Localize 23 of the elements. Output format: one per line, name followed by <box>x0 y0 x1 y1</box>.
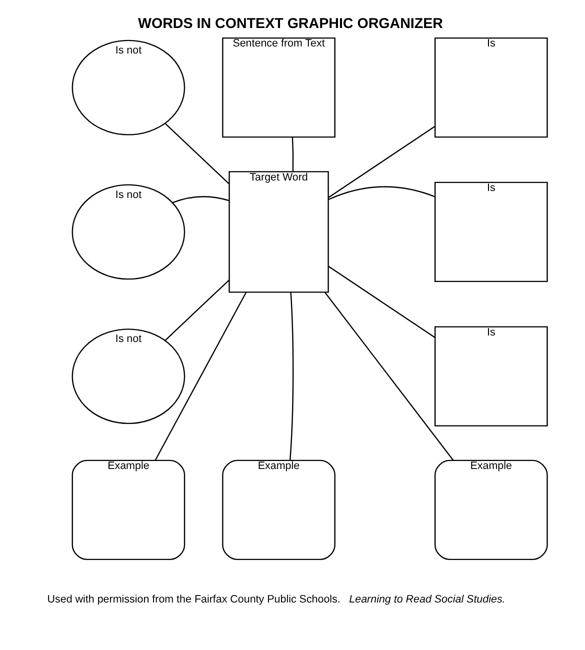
node-box: Example <box>434 460 548 560</box>
node-box: Target Word <box>228 171 329 293</box>
connector <box>328 266 436 338</box>
node-ellipse: Is not <box>72 40 186 136</box>
connector <box>292 137 294 172</box>
connector <box>324 292 454 461</box>
connector <box>154 292 247 461</box>
caption: Used with permission from the Fairfax County Public Schools. Learning to Read Social Studies. <box>47 594 506 606</box>
node-box: Example <box>72 460 186 560</box>
connector <box>164 123 230 184</box>
node-box: Is <box>434 182 548 282</box>
connector <box>289 292 294 460</box>
node-ellipse: Is not <box>72 184 186 280</box>
node-box: Is <box>434 37 548 138</box>
connector <box>164 280 230 341</box>
node-box: Example <box>222 460 336 560</box>
connector <box>172 196 230 204</box>
node-box: Sentence from Text <box>222 37 336 138</box>
node-ellipse: Is not <box>72 328 186 424</box>
connector <box>328 186 436 200</box>
diagram-title: WORDS IN CONTEXT GRAPHIC ORGANIZER <box>138 16 444 32</box>
connector <box>328 126 436 198</box>
node-box: Is <box>434 326 548 426</box>
